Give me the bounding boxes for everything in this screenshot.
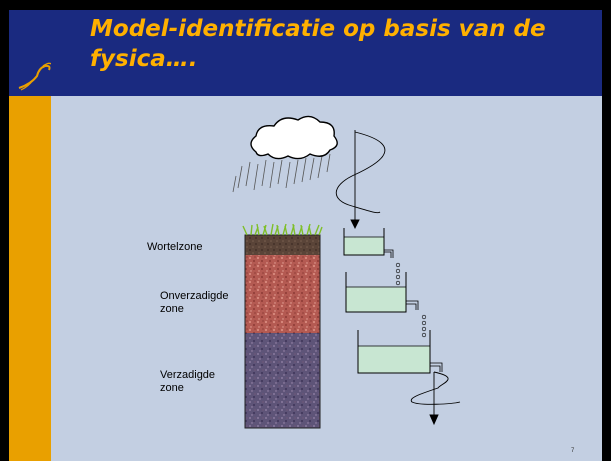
reservoir-root-zone — [343, 228, 401, 286]
header-band — [51, 10, 602, 96]
label-saturated-zone: Verzadigde zone — [160, 369, 216, 394]
logo-icon — [18, 62, 52, 91]
logo-area — [9, 10, 52, 96]
label-unsaturated-zone: Onverzadigde zone — [160, 290, 229, 315]
reservoir-saturated-zone — [357, 330, 443, 374]
slide-title: Model-identificatie op basis van de fysi… — [90, 16, 546, 72]
rain-cloud-icon — [232, 115, 338, 193]
label-root-zone: Wortelzone — [147, 241, 203, 253]
discharge-signal — [410, 371, 461, 426]
reservoir-unsaturated-zone — [345, 272, 427, 338]
frame-top — [0, 0, 611, 10]
frame-right — [602, 0, 611, 461]
page-number: 7 — [571, 448, 575, 454]
precipitation-signal — [335, 130, 386, 230]
grass-icon — [242, 223, 323, 236]
frame-left — [0, 0, 9, 461]
soil-column — [244, 234, 321, 429]
